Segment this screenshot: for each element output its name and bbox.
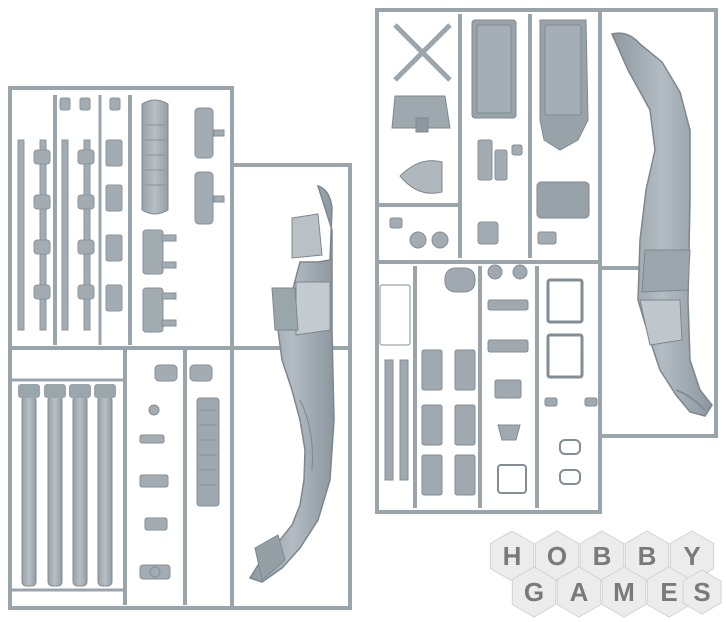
watermark-letter-b2: B [638,541,657,571]
left-sprue-small-parts [17,97,123,331]
tail-stabilizer-part [141,99,169,215]
fuselage-half-right [610,32,713,417]
lower-middle-parts [139,364,220,580]
fuselage-half-left [248,184,335,583]
watermark-letter-y: Y [683,541,700,571]
watermark-letter-a: A [570,577,589,607]
watermark-letter-h: H [503,541,522,571]
watermark-row-1: H O B B Y [489,530,715,582]
watermark-letter-s: S [693,577,710,607]
left-sprue [8,86,352,610]
hobby-games-watermark: H O B B Y G A M E S [489,530,722,618]
winglet-parts [142,107,225,333]
watermark-letter-o: O [547,541,567,571]
watermark-row-2: G A M E S [511,566,722,618]
right-small-parts [389,139,557,249]
watermark-letter-m: M [613,577,635,607]
rotor-blades [10,378,125,592]
right-sprue [375,8,718,514]
rotor-cross-part [393,23,452,82]
watermark-letter-g: G [524,577,544,607]
right-lower-parts [379,264,598,496]
watermark-letter-e: E [660,577,677,607]
watermark-letter-b1: B [593,541,612,571]
right-upper-panels [391,19,590,219]
